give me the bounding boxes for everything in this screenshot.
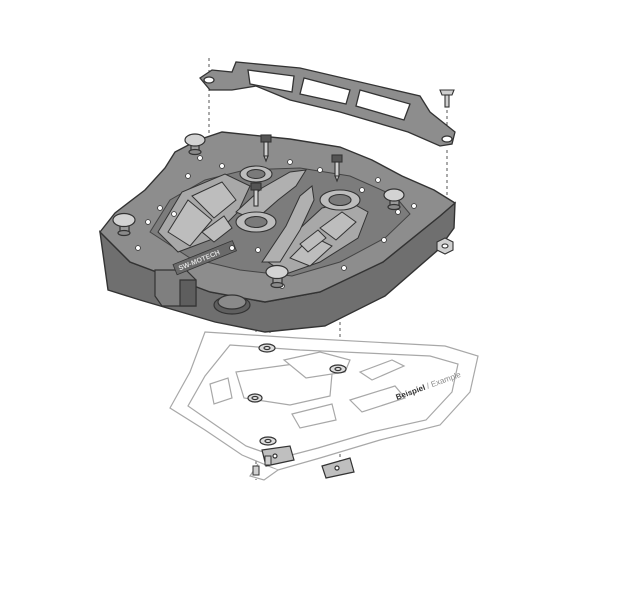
screw-left <box>260 134 272 163</box>
right-lattice <box>267 201 369 275</box>
mounting-cups <box>235 165 361 233</box>
pin-left <box>112 212 136 237</box>
adapter-plate: SW-MOTECH <box>99 131 457 333</box>
screw-center <box>331 154 343 183</box>
top-screws <box>250 89 455 207</box>
pin-front <box>265 264 289 289</box>
lock-housing <box>154 269 197 307</box>
top-bracket <box>199 61 456 147</box>
pin-right <box>383 188 405 211</box>
mushroom-pins <box>112 133 405 289</box>
screw-inner <box>250 182 262 207</box>
left-lattice <box>157 173 251 253</box>
lower-clamp-brackets <box>261 445 355 479</box>
screw-top-right <box>439 89 455 108</box>
bottom-screws <box>252 455 272 476</box>
pin-left-top <box>184 133 206 156</box>
plate-round-cap <box>213 294 251 315</box>
hex-nut <box>436 237 454 255</box>
label-separator: / <box>423 381 432 392</box>
rack-washers <box>247 343 347 446</box>
lower-rack <box>169 331 479 481</box>
